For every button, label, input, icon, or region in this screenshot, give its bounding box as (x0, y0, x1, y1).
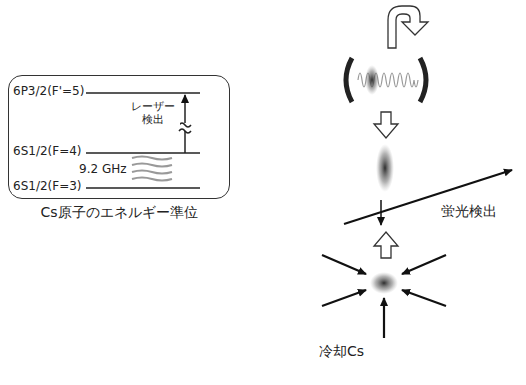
panel-caption: Cs原子のエネルギー準位 (9, 204, 229, 222)
atom-cloud (376, 144, 394, 192)
cold-atom-cloud (370, 272, 398, 294)
probe-beam (344, 170, 512, 224)
launch-arrow (374, 232, 398, 258)
microwave-cavity (346, 58, 426, 102)
down-arrow (374, 112, 398, 138)
diagram-label: 6S1/2(F=4) (12, 145, 83, 159)
diagram-label: 9.2 GHz (78, 163, 128, 177)
diagram-label: レーザー 検出 (126, 101, 180, 126)
diagram-label: 6S1/2(F=3) (12, 180, 83, 194)
diagram-label: 蛍光検出 (440, 203, 498, 219)
diagram-label: 6P3/2(F'=5) (12, 85, 85, 99)
fall-arrow (380, 200, 382, 225)
cooling-beams (322, 255, 446, 338)
return-arrow (388, 6, 428, 48)
diagram-label: 冷却Cs (318, 343, 365, 359)
